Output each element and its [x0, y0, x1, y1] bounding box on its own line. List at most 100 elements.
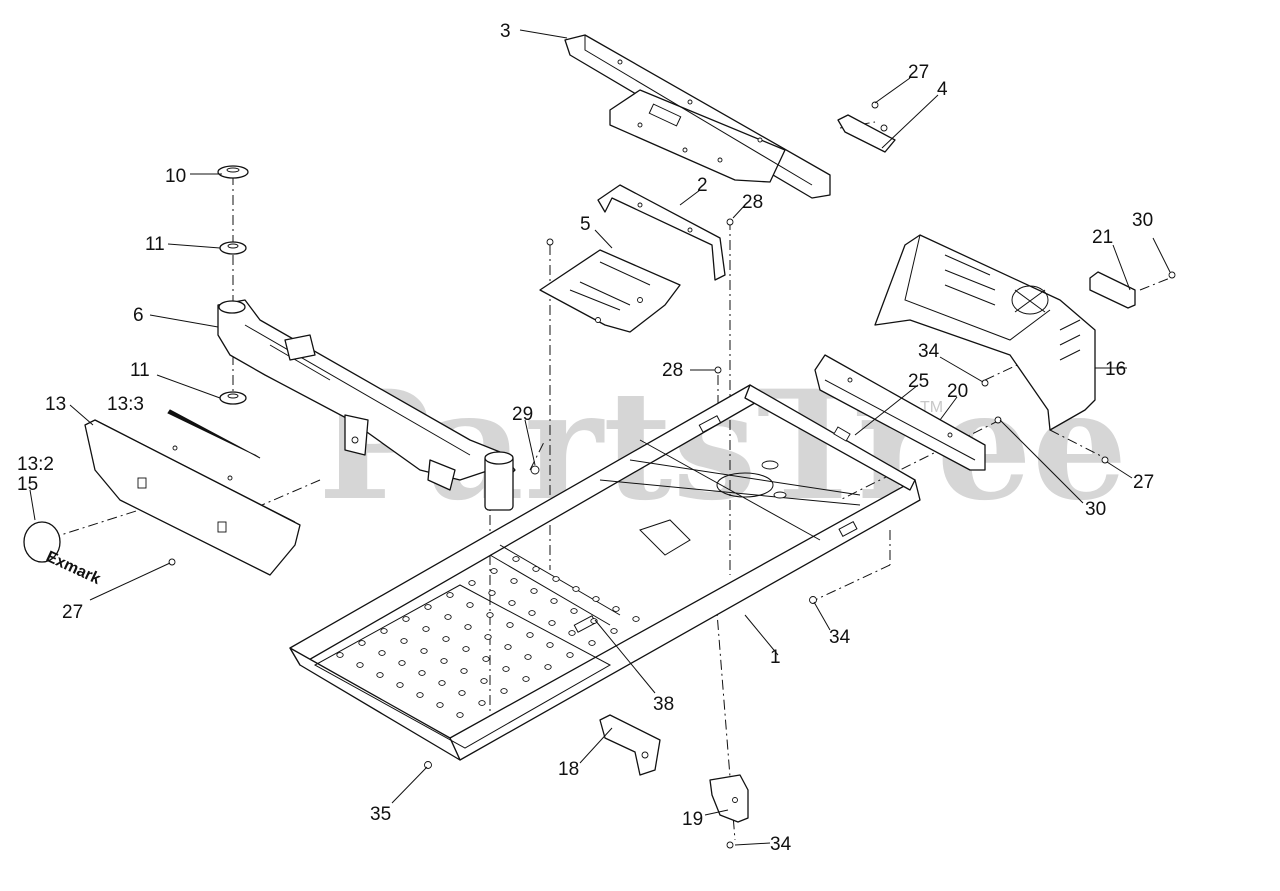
- floor-hole: [478, 700, 486, 706]
- callout-11: 11: [130, 360, 150, 381]
- floor-hole: [570, 608, 578, 614]
- floor-hole: [424, 604, 432, 610]
- floor-hole: [524, 654, 532, 660]
- floor-hole: [566, 652, 574, 658]
- floor-hole: [356, 662, 364, 668]
- callout-35: 35: [370, 804, 391, 825]
- floor-hole: [572, 586, 580, 592]
- logo-text: Exmark: [43, 548, 103, 588]
- callout-16: 16: [1105, 359, 1126, 380]
- floor-hole: [480, 678, 488, 684]
- floor-hole: [436, 702, 444, 708]
- part-6-front-axle: [217, 299, 516, 511]
- callout-6: 6: [133, 305, 144, 326]
- floor-hole: [592, 596, 600, 602]
- part-2-bracket: [597, 184, 726, 281]
- floor-hole: [438, 680, 446, 686]
- floor-hole: [462, 646, 470, 652]
- floor-hole: [490, 568, 498, 574]
- leader-lines: [29, 29, 1171, 846]
- floor-hole: [610, 628, 618, 634]
- part-13-front-cover: [84, 419, 301, 576]
- part-3-rear-crossmember: [564, 34, 831, 199]
- callout-27: 27: [62, 602, 83, 623]
- floor-hole: [464, 624, 472, 630]
- part-19-bracket: [709, 774, 749, 823]
- floor-hole: [612, 606, 620, 612]
- callout-30: 30: [1132, 210, 1153, 231]
- callout-38: 38: [653, 694, 674, 715]
- callout-1: 1: [770, 647, 781, 668]
- floor-hole: [632, 616, 640, 622]
- floor-hole: [400, 638, 408, 644]
- callout-5: 5: [580, 214, 591, 235]
- floor-hole: [336, 652, 344, 658]
- floor-hole: [548, 620, 556, 626]
- callout-28: 28: [742, 192, 763, 213]
- floor-hole: [466, 602, 474, 608]
- floor-hole: [482, 656, 490, 662]
- floor-hole: [510, 578, 518, 584]
- callout-11: 11: [145, 234, 165, 255]
- floor-hole: [444, 614, 452, 620]
- callout-4: 4: [937, 79, 948, 100]
- floor-hole: [378, 650, 386, 656]
- callout-29: 29: [512, 404, 533, 425]
- floor-hole: [380, 628, 388, 634]
- floor-hole: [440, 658, 448, 664]
- bushings: [217, 165, 249, 405]
- part-5-plate: [539, 249, 681, 333]
- callout-15: 15: [17, 474, 38, 495]
- floor-hole: [526, 632, 534, 638]
- callout-13-3: 13:3: [107, 394, 144, 415]
- callout-34: 34: [918, 341, 940, 362]
- floor-perforation-holes: [336, 556, 640, 718]
- floor-hole: [396, 682, 404, 688]
- floor-hole: [588, 640, 596, 646]
- floor-hole: [486, 612, 494, 618]
- callout-10: 10: [165, 166, 186, 187]
- callout-13: 13: [45, 394, 66, 415]
- floor-hole: [568, 630, 576, 636]
- floor-hole: [460, 668, 468, 674]
- floor-hole: [590, 618, 598, 624]
- part-20-rail: [814, 354, 986, 471]
- floor-hole: [532, 566, 540, 572]
- callout-25: 25: [908, 371, 929, 392]
- floor-hole: [544, 664, 552, 670]
- part-1-main-frame: [289, 384, 921, 761]
- floor-hole: [552, 576, 560, 582]
- floor-hole: [506, 622, 514, 628]
- callout-28: 28: [662, 360, 683, 381]
- decal-stripe-13-3: [167, 409, 261, 459]
- floor-hole: [422, 626, 430, 632]
- part-21-strap: [1089, 271, 1136, 309]
- floor-hole: [504, 644, 512, 650]
- floor-hole: [522, 676, 530, 682]
- floor-hole: [442, 636, 450, 642]
- floor-hole: [446, 592, 454, 598]
- callout-27: 27: [1133, 472, 1154, 493]
- part-4-bracket: [837, 114, 896, 153]
- callout-21: 21: [1092, 227, 1113, 248]
- floor-hole: [398, 660, 406, 666]
- floor-hole: [402, 616, 410, 622]
- callout-20: 20: [947, 381, 968, 402]
- callout-13-2: 13:2: [17, 454, 54, 475]
- floor-hole: [512, 556, 520, 562]
- callout-30: 30: [1085, 499, 1106, 520]
- callout-34: 34: [770, 834, 792, 855]
- floor-hole: [358, 640, 366, 646]
- floor-hole: [418, 670, 426, 676]
- floor-hole: [468, 580, 476, 586]
- floor-hole: [376, 672, 384, 678]
- part-18-bracket: [599, 714, 661, 776]
- floor-hole: [508, 600, 516, 606]
- floor-hole: [458, 690, 466, 696]
- floor-hole: [530, 588, 538, 594]
- part-15-logo: Exmark: [23, 521, 103, 588]
- callout-19: 19: [682, 809, 703, 830]
- callout-34: 34: [829, 627, 851, 648]
